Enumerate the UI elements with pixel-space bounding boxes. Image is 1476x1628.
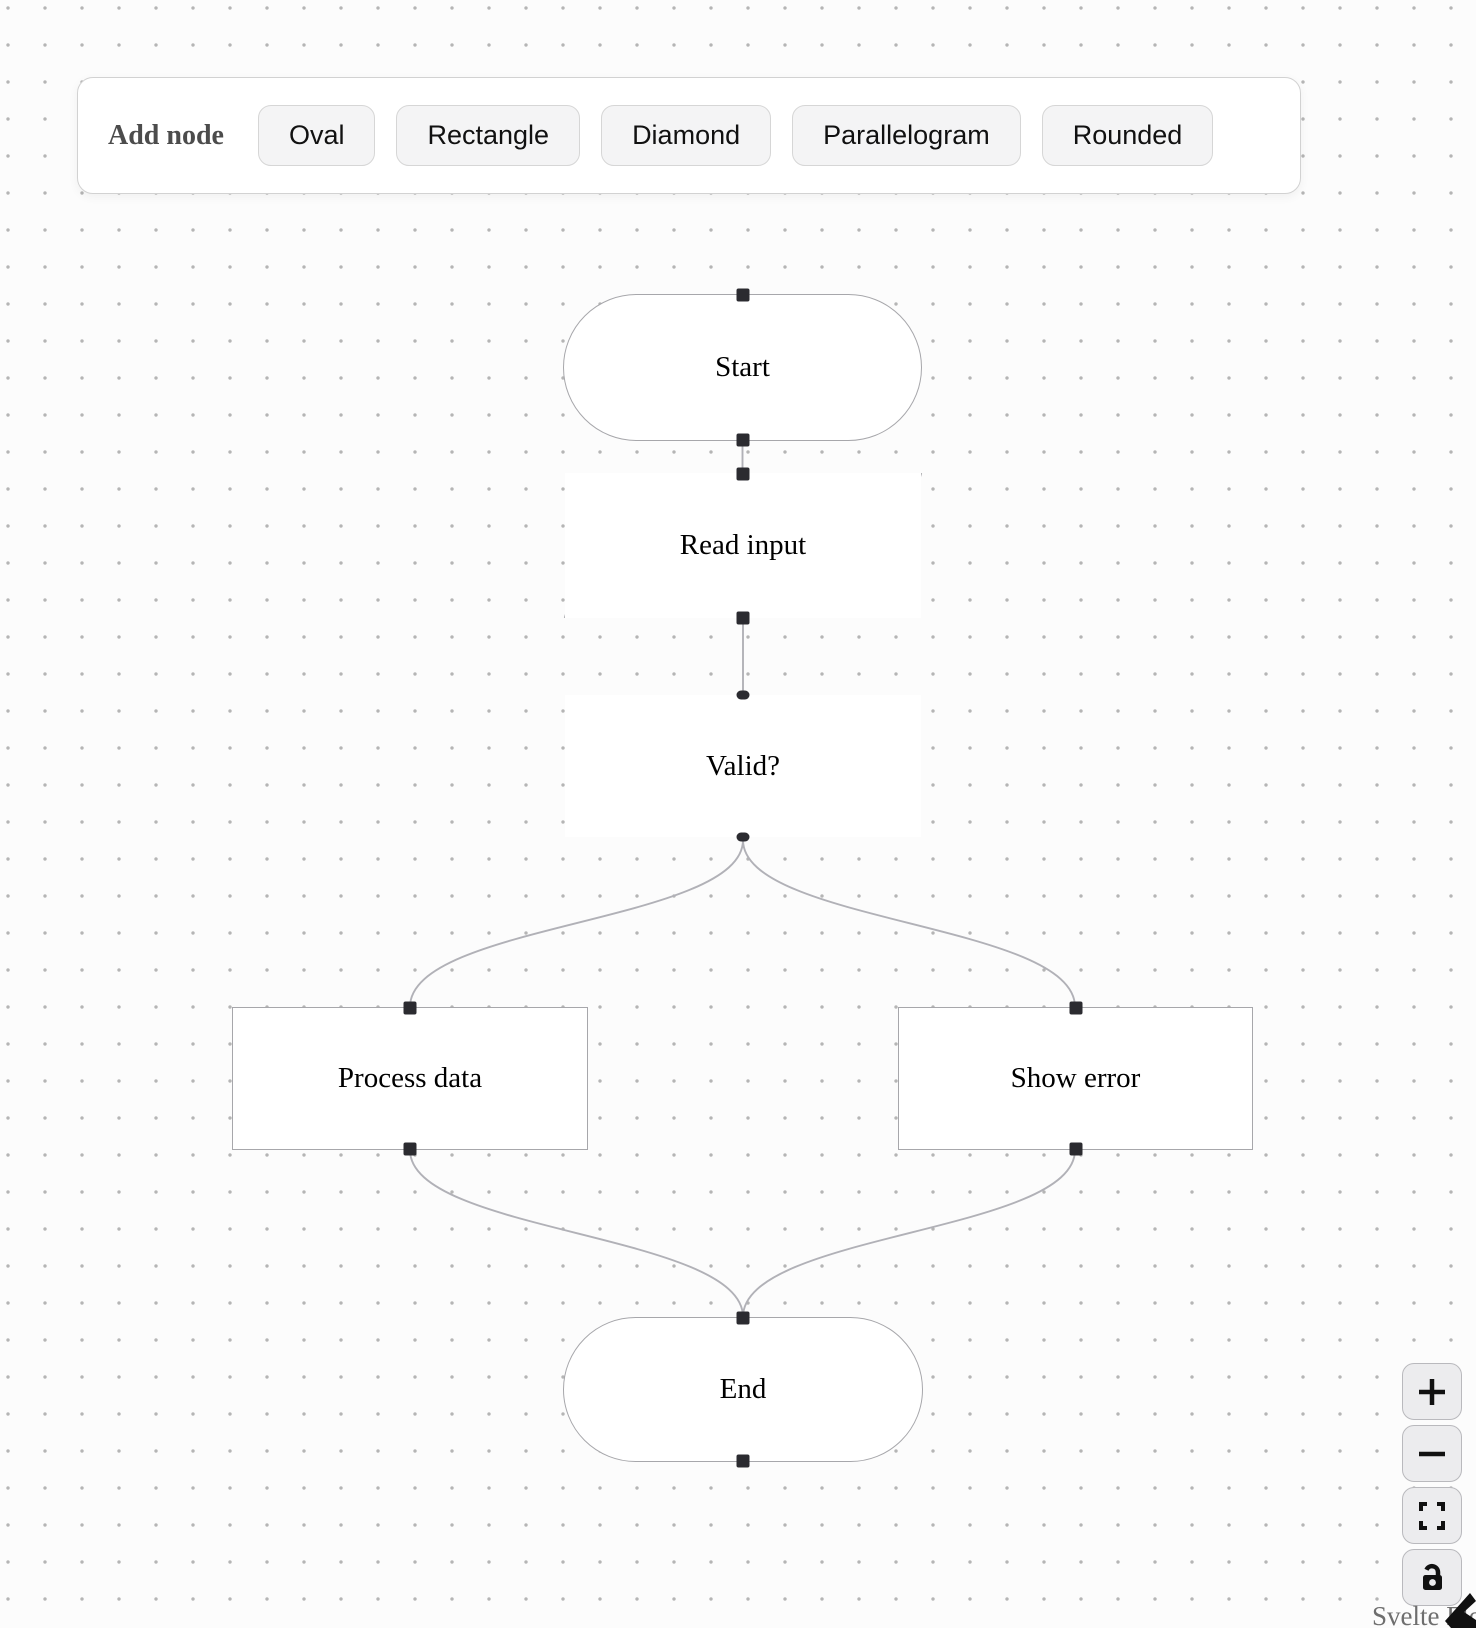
handle-bottom[interactable] — [736, 611, 750, 625]
add-oval-button[interactable]: Oval — [257, 105, 376, 166]
handle-top[interactable] — [736, 690, 750, 700]
node-show-error-label: Show error — [1010, 1062, 1141, 1094]
node-start[interactable]: Start — [563, 288, 922, 447]
handle-bottom[interactable] — [403, 1142, 417, 1156]
node-valid-label: Valid? — [705, 749, 781, 782]
edge-valid-processdata[interactable] — [409, 839, 744, 1008]
svelte-flow-attribution[interactable]: Svelte Flow — [1372, 1601, 1476, 1628]
zoom-in-button[interactable] — [1402, 1363, 1462, 1420]
node-read-input-label: Read input — [679, 529, 807, 561]
add-rectangle-button[interactable]: Rectangle — [396, 105, 581, 166]
handle-top[interactable] — [736, 1311, 750, 1325]
plus-icon — [1419, 1378, 1445, 1405]
node-show-error[interactable]: Show error — [898, 1001, 1253, 1156]
edge-showerror-end[interactable] — [742, 1149, 1076, 1318]
node-process-data[interactable]: Process data — [232, 1001, 588, 1156]
edge-valid-showerror[interactable] — [742, 839, 1076, 1008]
node-start-label: Start — [715, 351, 770, 383]
add-node-panel: Add node Oval Rectangle Diamond Parallel… — [77, 77, 1301, 194]
node-end[interactable]: End — [563, 1311, 923, 1468]
edge-processdata-end[interactable] — [409, 1149, 744, 1318]
add-rounded-button[interactable]: Rounded — [1041, 105, 1214, 166]
handle-top[interactable] — [1069, 1001, 1082, 1015]
node-read-input[interactable]: Read input — [565, 467, 921, 625]
handle-bottom[interactable] — [736, 1454, 750, 1468]
handle-bottom[interactable] — [1069, 1142, 1082, 1156]
minus-icon — [1419, 1451, 1445, 1456]
add-diamond-button[interactable]: Diamond — [601, 105, 772, 166]
handle-top[interactable] — [736, 467, 750, 481]
unlock-icon — [1423, 1563, 1442, 1590]
fit-view-button[interactable] — [1402, 1487, 1462, 1544]
zoom-out-button[interactable] — [1402, 1425, 1462, 1482]
flow-controls — [1402, 1363, 1462, 1606]
node-process-data-label: Process data — [337, 1062, 483, 1094]
add-parallelogram-button[interactable]: Parallelogram — [792, 105, 1021, 166]
node-valid[interactable]: Valid? — [565, 690, 921, 842]
node-end-label: End — [719, 1373, 767, 1405]
handle-bottom[interactable] — [736, 832, 750, 842]
add-node-label: Add node — [108, 119, 224, 151]
fit-view-icon — [1419, 1501, 1445, 1530]
lock-toggle-button[interactable] — [1402, 1549, 1462, 1606]
handle-top[interactable] — [736, 288, 749, 302]
handle-top[interactable] — [403, 1001, 417, 1015]
handle-bottom[interactable] — [736, 433, 749, 447]
